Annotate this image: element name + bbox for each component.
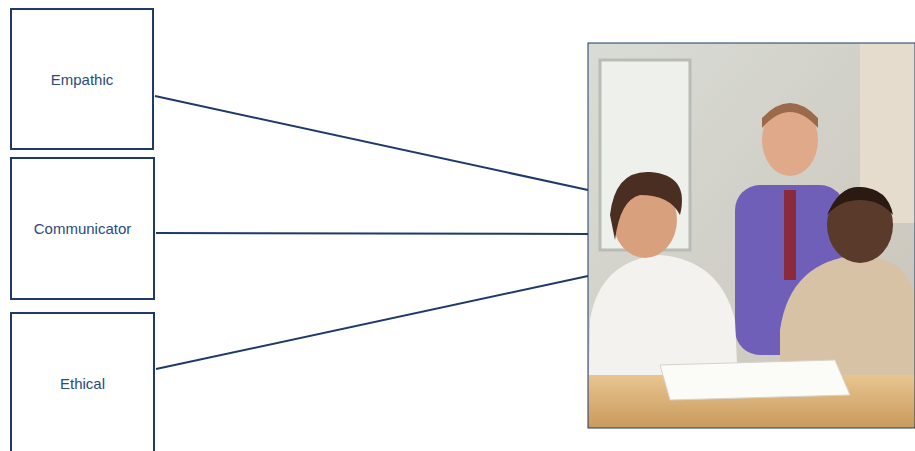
- quality-box: Empathic: [10, 8, 154, 150]
- team-photo: [588, 43, 915, 428]
- quality-label: Communicator: [34, 220, 132, 237]
- quality-label: Ethical: [60, 375, 105, 392]
- leader-lines: [155, 96, 588, 369]
- quality-label: Empathic: [51, 71, 114, 88]
- quality-box: Communicator: [10, 157, 155, 300]
- quality-box: Ethical: [10, 312, 155, 451]
